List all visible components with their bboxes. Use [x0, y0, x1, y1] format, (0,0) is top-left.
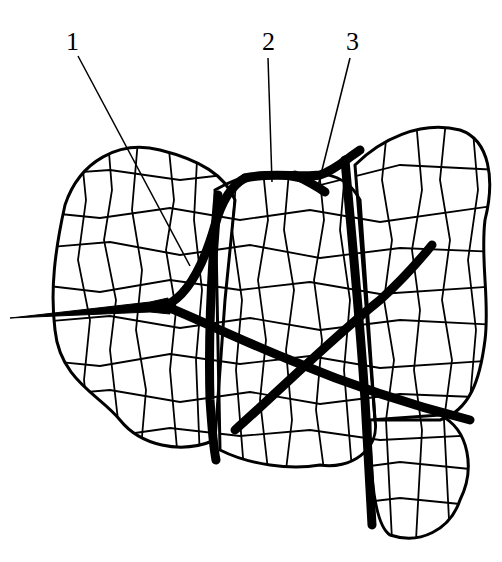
callout-number: 2: [260, 29, 277, 55]
grain-boundaries: [40, 120, 500, 540]
grain-outline: [53, 127, 490, 538]
leader-line: [78, 56, 350, 266]
crack-network: [10, 150, 470, 525]
callout-number: 1: [64, 29, 81, 55]
callout-number: 3: [344, 29, 361, 55]
